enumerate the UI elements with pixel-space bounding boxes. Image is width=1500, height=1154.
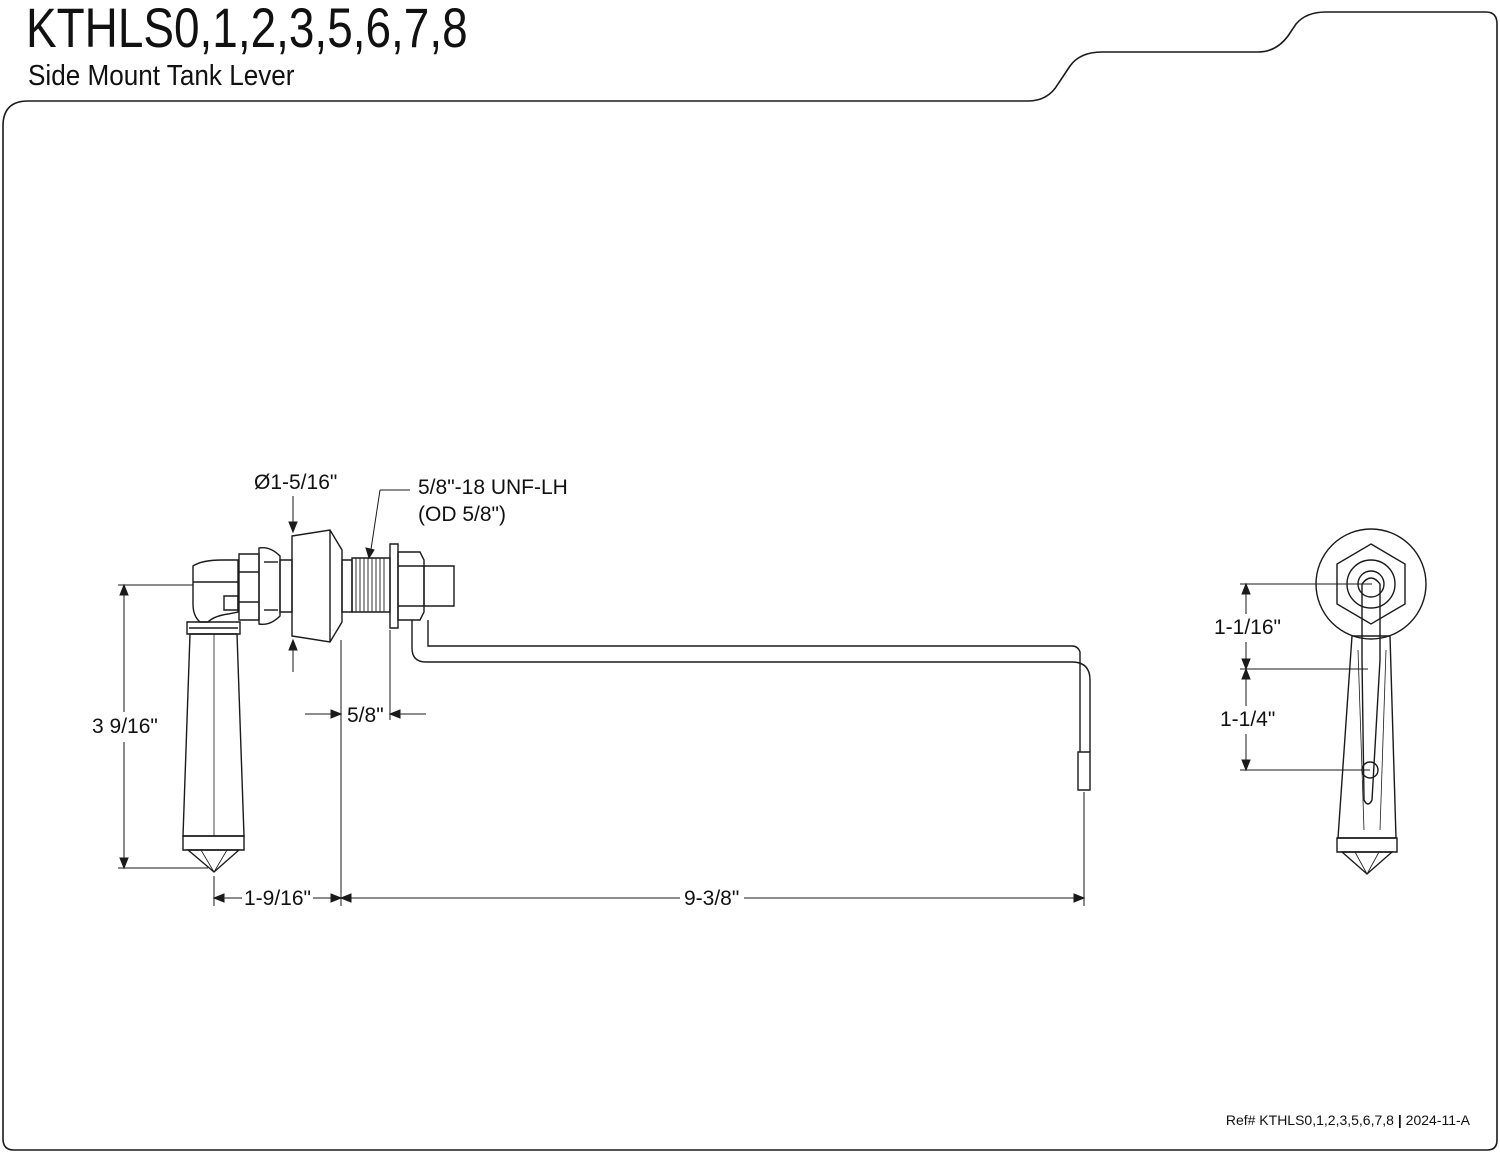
lever-handle-front — [183, 560, 244, 872]
dim-side-lower: 1-1/4" — [1218, 708, 1278, 732]
ref-separator: | — [1397, 1112, 1402, 1128]
sheet-border — [3, 12, 1497, 1150]
dim-thread-spec: 5/8"-18 UNF-LH — [416, 476, 570, 500]
ref-revision: 2024-11-A — [1405, 1112, 1470, 1128]
dim-flange-diameter: Ø1-5/16" — [252, 471, 340, 495]
lift-arm-front — [412, 620, 1090, 790]
thread-lines — [356, 558, 384, 612]
dim-arm-length: 9-3/8" — [682, 887, 742, 911]
lever-side-view — [1316, 529, 1426, 874]
ref-label: Ref# KTHLS0,1,2,3,5,6,7,8 — [1225, 1112, 1394, 1128]
hub-assembly-front — [239, 530, 454, 642]
dim-side-upper: 1-1/16" — [1212, 616, 1283, 640]
dimension-lines — [118, 490, 1372, 906]
model-title: KTHLS0,1,2,3,5,6,7,8 — [26, 0, 468, 59]
dim-handle-to-flange: 1-9/16" — [242, 887, 313, 911]
dim-nut-depth: 5/8" — [345, 704, 386, 728]
reference-footer: Ref# KTHLS0,1,2,3,5,6,7,8 | 2024-11-A — [1226, 1111, 1470, 1129]
dim-thread-od: (OD 5/8") — [416, 503, 508, 527]
dim-handle-height: 3 9/16" — [90, 715, 160, 739]
product-subtitle: Side Mount Tank Lever — [28, 60, 295, 92]
